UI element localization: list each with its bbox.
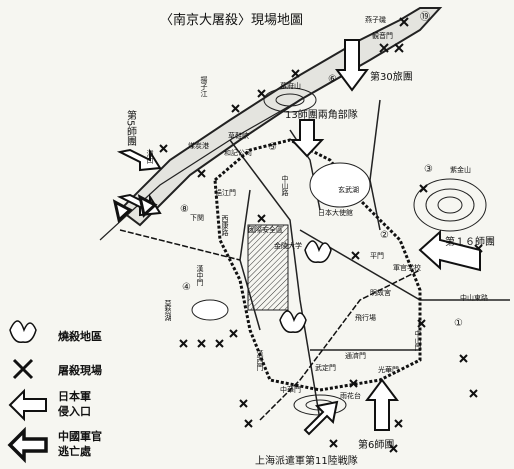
place-heji: 和記公司	[224, 148, 252, 157]
fire-areas	[279, 240, 332, 333]
legend-x-icon	[12, 358, 34, 380]
jp-entry-arrows	[116, 39, 481, 436]
massacre-marks	[159, 17, 483, 453]
place-hanzhongmen: 漢中門	[196, 264, 204, 287]
place-zhongshan-east: 中山東路	[460, 293, 488, 302]
legend-cn-escape-1: 中國軍官	[58, 429, 102, 443]
label-30th-brigade: 第30旅團	[370, 70, 413, 83]
place-mufushan: 幕府山	[280, 81, 301, 90]
place-tongji: 通濟門	[345, 351, 366, 360]
place-zijinshan: 紫金山	[450, 165, 471, 174]
label-6th-division: 第6師團	[358, 438, 394, 451]
safety-zone	[247, 224, 289, 311]
mochou-lake	[191, 299, 229, 321]
circle-6: ⑥	[328, 74, 337, 85]
place-mochouhu: 莫愁湖	[164, 299, 172, 322]
place-wuding: 武定門	[315, 363, 336, 372]
place-junguan: 軍官学校	[393, 263, 421, 272]
yangtze-river	[118, 7, 443, 227]
place-shuixi: 漢西門	[256, 349, 264, 372]
legend-jp-entry-1: 日本軍	[58, 389, 91, 403]
legend: 燒殺地區 屠殺現場 日本軍 侵入口 中國軍官 逃亡處	[7, 320, 102, 464]
place-xikang: 西康路	[221, 215, 229, 237]
place-feixingchang: 飛行場	[355, 313, 376, 322]
railways	[119, 229, 421, 421]
legend-jp-entry-2: 侵入口	[57, 404, 91, 418]
place-zhongshanmen: 中山門	[414, 329, 422, 352]
legend-jp-arrow-icon	[8, 388, 47, 422]
place-yuhuatai: 雨花台	[340, 391, 361, 400]
place-zhongshan-rd: 中山路	[281, 174, 289, 197]
zijinshan-contours	[413, 178, 487, 232]
label-shanghai-11th: 上海派遣軍第11陸戦隊	[255, 454, 358, 467]
place-japan-embassy: 日本大使館	[318, 208, 353, 217]
circle-8: ⑧	[180, 204, 189, 215]
place-pingmen: 平門	[370, 252, 384, 260]
place-yangtze: 揚子江	[200, 75, 208, 98]
place-jiangkou: 浦口	[146, 149, 154, 164]
circle-3: ③	[424, 164, 433, 175]
mufushan-contours	[263, 87, 317, 113]
legend-massacre-label: 屠殺現場	[58, 363, 102, 377]
label-16th-division: 第１６師團	[445, 235, 495, 248]
place-yijiangmen: 挹江門	[215, 188, 236, 197]
place-guanghua: 光華門	[378, 365, 399, 374]
circle-1: ①	[454, 318, 463, 329]
legend-fire-icon	[9, 320, 37, 343]
place-zhonghuamen: 中華門	[280, 385, 301, 394]
label-5th-division: 第5師團	[125, 109, 137, 147]
place-caoxiexia: 草鞋峡	[228, 131, 249, 140]
place-minggugong: 明故宮	[370, 288, 391, 297]
place-safety-zone: 國際安全區	[248, 225, 283, 234]
cn-escape-arrows	[112, 194, 158, 223]
place-xuanwuhu: 玄武湖	[338, 185, 359, 194]
xuanwu-lake	[309, 162, 371, 208]
place-xiaguan: 下関	[190, 214, 204, 222]
circle-2: ②	[380, 230, 389, 241]
place-jinling: 金陵大学	[274, 241, 302, 250]
legend-cn-escape-2: 逃亡處	[58, 444, 92, 458]
map-title: 〈南京大屠殺〉現場地圖	[160, 12, 303, 28]
label-13th-division: 13師團兩角部隊	[285, 108, 358, 121]
place-yanziji: 燕子磯	[365, 15, 386, 24]
circle-5: ⑤	[268, 142, 277, 153]
circle-19: ⑲	[420, 11, 430, 23]
legend-cn-arrow-icon	[7, 426, 48, 464]
place-meitan: 煤炭港	[188, 141, 209, 150]
place-guanyinmen: 観音門	[372, 31, 393, 40]
circle-4: ④	[182, 282, 191, 293]
legend-fire-label: 燒殺地區	[58, 329, 102, 343]
